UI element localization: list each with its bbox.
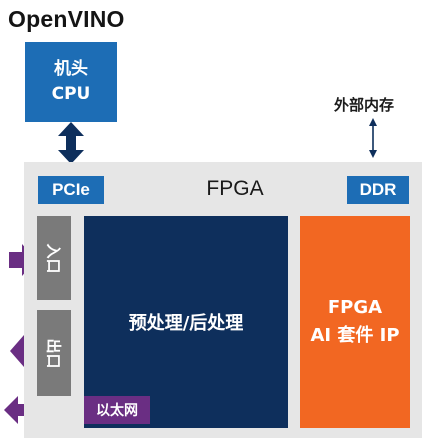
openvino-logo: OpenVINO — [8, 6, 125, 32]
host-pcie-double-arrow — [58, 122, 84, 164]
external-memory-label: 外部内存 — [334, 96, 395, 114]
fpga-title: FPGA — [206, 177, 264, 200]
ai-ip-label-line1: FPGA — [327, 297, 383, 318]
ingress-port-box: 入口 — [37, 216, 71, 300]
host-cpu-label-line1: 机头 — [54, 59, 88, 79]
ingress-arrow — [9, 244, 36, 276]
egress-port-label: 出口 — [44, 337, 63, 369]
egress-port-box: 出口 — [37, 310, 71, 396]
ethernet-box: 以太网 — [84, 396, 150, 424]
ddr-box: DDR — [347, 176, 409, 204]
memory-ddr-double-arrow — [369, 118, 377, 158]
host-cpu-label-line2: CPU — [51, 84, 91, 104]
host-cpu-box: 机头 CPU — [25, 42, 117, 122]
ai-ip-label-line2: AI 套件 IP — [310, 325, 400, 346]
fpga-ai-suite-ip-box: FPGA AI 套件 IP — [300, 216, 410, 428]
ingress-port-label: 入口 — [44, 242, 63, 274]
pcie-box: PCIe — [38, 176, 104, 204]
preprocess-postprocess-box: 预处理/后处理 — [84, 216, 288, 428]
